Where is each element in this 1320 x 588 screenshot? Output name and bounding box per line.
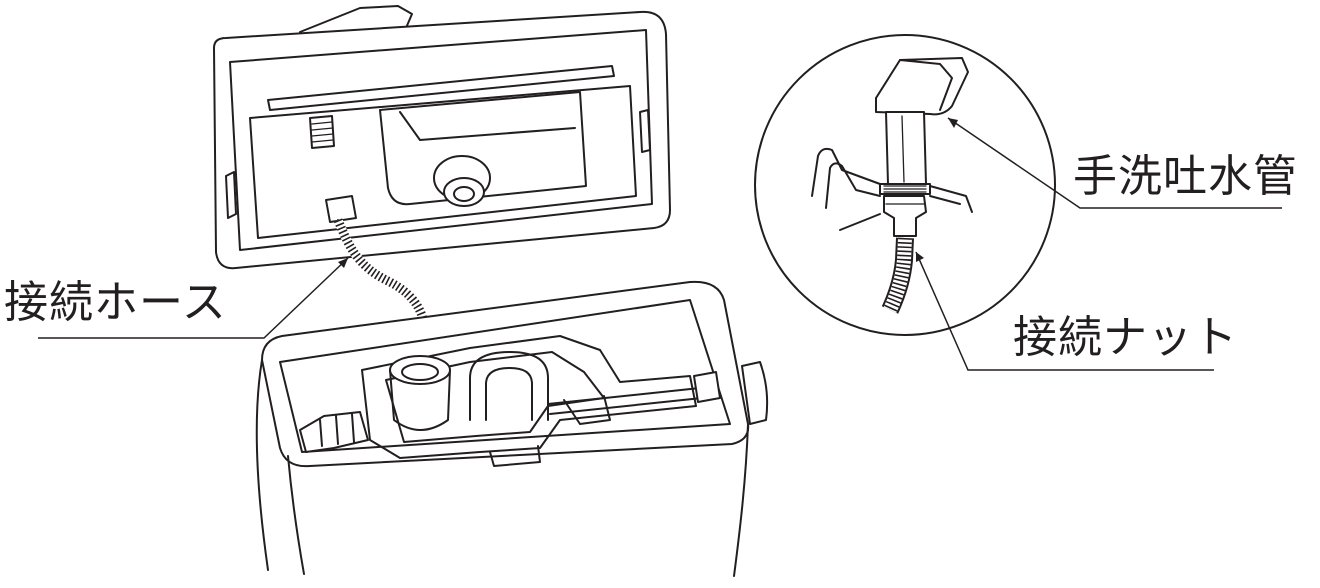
toilet-tank: [255, 280, 769, 577]
detail-circle: [754, 34, 1056, 336]
tank-lid: [213, 5, 671, 270]
label-connection-hose: 接続ホース: [4, 277, 227, 328]
leader-lines: [38, 117, 1282, 371]
label-hand-wash-spout: 手洗吐水管: [1073, 151, 1298, 202]
label-connection-nut: 接続ナット: [1013, 312, 1238, 363]
